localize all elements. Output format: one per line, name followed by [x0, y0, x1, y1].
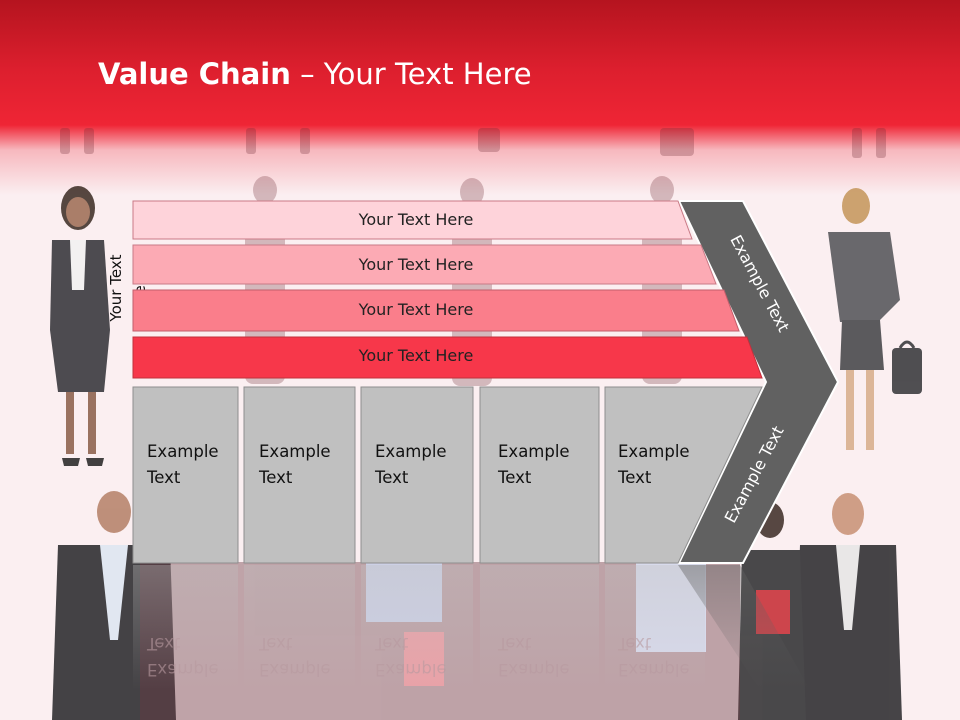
- row-bar-3: [132, 289, 740, 332]
- box-2-line1: Example: [259, 442, 331, 461]
- box-1-reflection-line2: Text: [147, 634, 181, 653]
- box-4-line2: Text: [498, 468, 532, 487]
- box-1: [132, 386, 239, 564]
- box-3-reflection: Example Text: [375, 630, 475, 682]
- row-label-3: Your Text Here: [358, 300, 474, 319]
- box-4-reflection: Example Text: [498, 630, 598, 682]
- box-3-reflection-line1: Example: [375, 660, 447, 679]
- box-5-reflection-line2: Text: [618, 634, 652, 653]
- box-2-line2: Text: [259, 468, 293, 487]
- box-5-text: Example Text: [618, 439, 718, 491]
- box-1-line2: Text: [147, 468, 181, 487]
- box-2: [243, 386, 356, 564]
- box-2-reflection-line2: Text: [259, 634, 293, 653]
- box-5-reflection-line1: Example: [618, 660, 690, 679]
- title-bold: Value Chain: [98, 57, 291, 91]
- box-3-line2: Text: [375, 468, 409, 487]
- box-1-reflection: Example Text: [147, 630, 247, 682]
- box-3-text: Example Text: [375, 439, 475, 491]
- box-2-reflection: Example Text: [259, 630, 359, 682]
- box-1-text: Example Text: [147, 439, 247, 491]
- box-4-line1: Example: [498, 442, 570, 461]
- box-5: [604, 386, 763, 564]
- box-3-line1: Example: [375, 442, 447, 461]
- box-4: [479, 386, 600, 564]
- slide-title: Value Chain – Your Text Here: [98, 54, 532, 94]
- row-bar-2: [132, 244, 717, 285]
- box-2-text: Example Text: [259, 439, 359, 491]
- row-bar-1: [132, 200, 693, 240]
- box-3-reflection-line2: Text: [375, 634, 409, 653]
- row-bar-4: [132, 336, 763, 379]
- box-3: [360, 386, 474, 564]
- box-1-reflection-line1: Example: [147, 660, 219, 679]
- box-2-reflection-line1: Example: [259, 660, 331, 679]
- box-4-reflection-line1: Example: [498, 660, 570, 679]
- row-label-1: Your Text Here: [358, 210, 474, 229]
- title-rest: – Your Text Here: [290, 57, 532, 91]
- box-5-line1: Example: [618, 442, 690, 461]
- row-label-2: Your Text Here: [358, 255, 474, 274]
- row-label-4: Your Text Here: [358, 346, 474, 365]
- box-1-line1: Example: [147, 442, 219, 461]
- box-5-reflection: Example Text: [618, 630, 718, 682]
- diagram-reflection: [133, 565, 810, 690]
- box-4-text: Example Text: [498, 439, 598, 491]
- arrow-chevron: [677, 200, 840, 564]
- box-4-reflection-line2: Text: [498, 634, 532, 653]
- box-5-line2: Text: [618, 468, 652, 487]
- header-band: [0, 0, 960, 200]
